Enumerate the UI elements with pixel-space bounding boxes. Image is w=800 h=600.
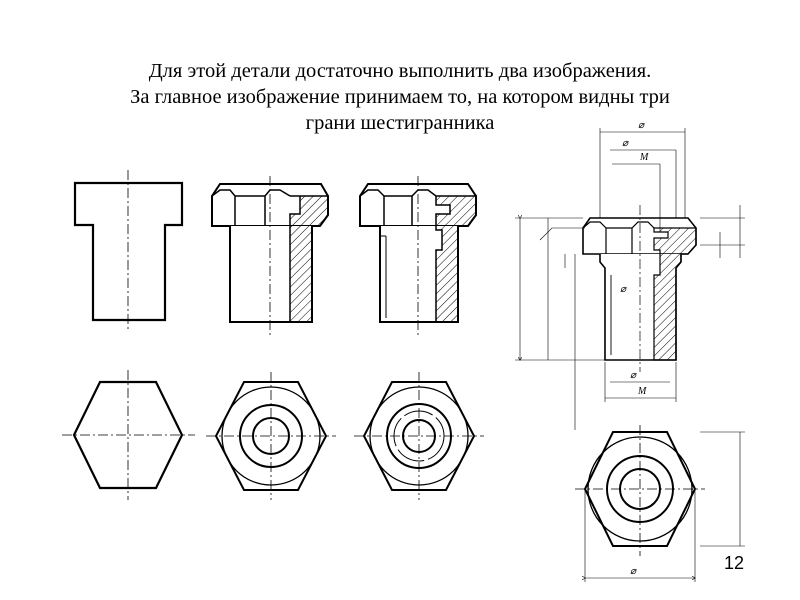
dim-diameter-mid: ⌀ [622,138,629,149]
top-view-dimensioned [575,425,745,582]
front-view-threaded-section [359,176,477,335]
top-view-hexagon-with-hole [206,372,336,500]
dim-thread-bottom: М [637,386,647,397]
top-view-hexagon-simple [62,370,195,500]
dim-diameter-outer: ⌀ [638,120,645,131]
dim-diameter-top-view: ⌀ [630,566,637,577]
title-line-1: Для этой детали достаточно выполнить два… [148,60,652,82]
dim-diameter-bottom: ⌀ [630,370,637,381]
title-line-2: За главное изображение принимаем то, на … [130,86,670,108]
front-view-dimensioned [515,128,745,430]
front-view-simple [73,170,184,332]
slide-title: Для этой детали достаточно выполнить два… [0,58,800,136]
page-number: 12 [724,553,745,573]
front-view-half-section [211,176,329,335]
dim-thread-top: М [639,152,649,163]
top-view-hexagon-threaded [354,372,484,500]
title-line-3: грани шестигранника [305,112,495,134]
dimension-labels: ⌀ ⌀ М ⌀ ⌀ М ⌀ [620,120,649,577]
dim-diameter-body: ⌀ [620,284,627,295]
